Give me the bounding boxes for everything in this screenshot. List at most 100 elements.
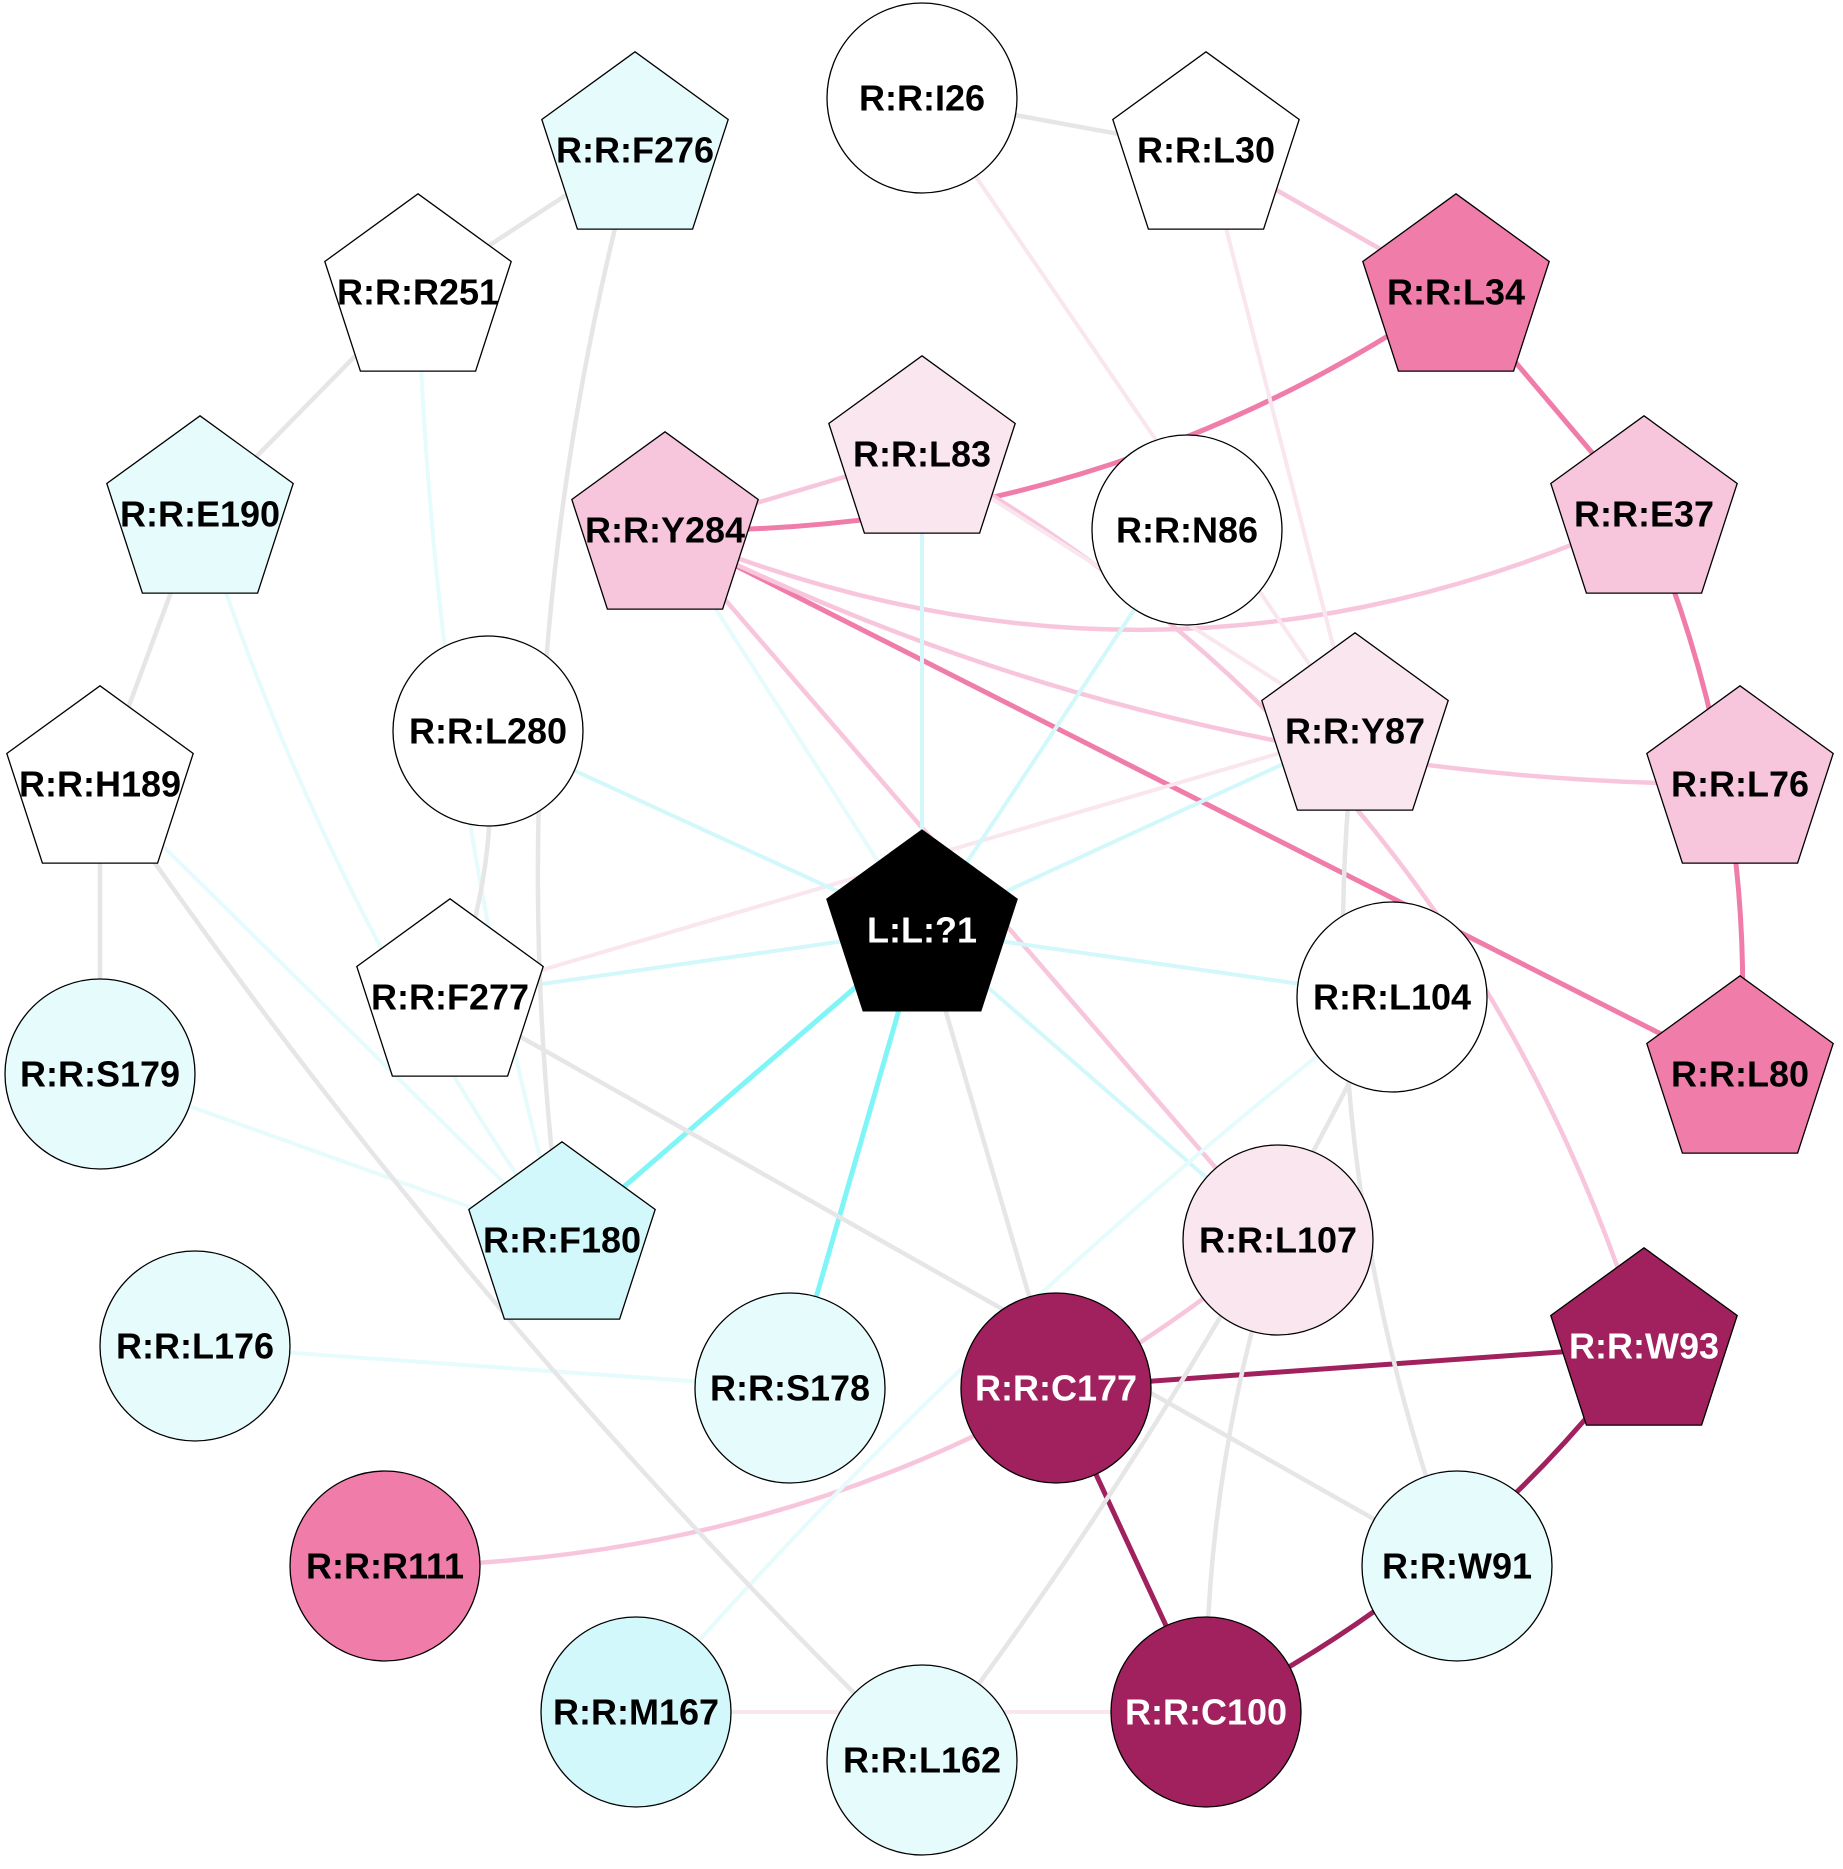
- node-shape-r111: [289, 1470, 481, 1662]
- node-label-w91: R:R:W91: [1382, 1546, 1532, 1587]
- node-s178: R:R:S178: [694, 1292, 886, 1484]
- node-label-r251: R:R:R251: [337, 272, 499, 313]
- node-shape-l104: [1296, 901, 1488, 1093]
- edge-h189-l162: [97, 781, 925, 1763]
- node-label-f277: R:R:F277: [371, 977, 529, 1018]
- node-shape-l280: [392, 635, 584, 827]
- edge-l34-y284: [662, 289, 1459, 533]
- edge-h189-f180: [98, 782, 564, 1242]
- node-w93: R:R:W93: [1550, 1246, 1738, 1426]
- node-r251: R:R:R251: [324, 192, 512, 372]
- node-shape-l107: [1182, 1144, 1374, 1336]
- node-shape-s178: [694, 1292, 886, 1484]
- node-shape-y284: [571, 430, 759, 610]
- edge-y284-l76: [662, 527, 1743, 787]
- node-shape-l162: [826, 1664, 1018, 1856]
- node-label-h189: R:R:H189: [19, 764, 181, 805]
- edge-l107-r111: [382, 1237, 1281, 1569]
- node-label-m167: R:R:M167: [553, 1692, 719, 1733]
- node-shape-w91: [1361, 1470, 1553, 1662]
- node-label-l162: R:R:L162: [843, 1740, 1001, 1781]
- node-l162: R:R:L162: [826, 1664, 1018, 1856]
- node-label-l83: R:R:L83: [853, 434, 991, 475]
- node-l107: R:R:L107: [1182, 1144, 1374, 1336]
- node-label-l30: R:R:L30: [1137, 130, 1275, 171]
- node-m167: R:R:M167: [540, 1616, 732, 1808]
- node-f276: R:R:F276: [541, 50, 729, 230]
- node-shape-f277: [356, 897, 544, 1077]
- node-label-s179: R:R:S179: [20, 1054, 180, 1095]
- node-label-lig: L:L:?1: [867, 910, 977, 951]
- edge-y284-e37: [662, 511, 1647, 633]
- node-s179: R:R:S179: [4, 978, 196, 1170]
- edge-e190-f180: [198, 512, 564, 1242]
- node-shape-w93: [1550, 1246, 1738, 1426]
- node-label-l104: R:R:L104: [1313, 977, 1471, 1018]
- node-label-c177: R:R:C177: [975, 1368, 1137, 1409]
- node-shape-l176: [99, 1250, 291, 1442]
- node-shape-e37: [1550, 414, 1738, 594]
- node-label-l176: R:R:L176: [116, 1326, 274, 1367]
- node-shape-s179: [4, 978, 196, 1170]
- node-label-l107: R:R:L107: [1199, 1220, 1357, 1261]
- node-y284: R:R:Y284: [571, 430, 759, 610]
- node-shape-e190: [106, 414, 294, 594]
- node-l83: R:R:L83: [828, 354, 1016, 534]
- node-shape-l30: [1112, 50, 1300, 230]
- node-f180: R:R:F180: [468, 1140, 656, 1320]
- node-shape-i26: [826, 2, 1018, 194]
- node-l104: R:R:L104: [1296, 901, 1488, 1093]
- node-l80: R:R:L80: [1646, 974, 1834, 1154]
- node-label-l280: R:R:L280: [409, 711, 567, 752]
- node-shape-m167: [540, 1616, 732, 1808]
- node-l30: R:R:L30: [1112, 50, 1300, 230]
- node-label-e37: R:R:E37: [1574, 494, 1714, 535]
- node-lig: L:L:?1: [826, 829, 1018, 1012]
- node-shape-c177: [960, 1292, 1152, 1484]
- node-label-f276: R:R:F276: [556, 130, 714, 171]
- node-y87: R:R:Y87: [1261, 631, 1449, 811]
- node-label-n86: R:R:N86: [1116, 510, 1258, 551]
- node-label-w93: R:R:W93: [1569, 1326, 1719, 1367]
- node-shape-c100: [1110, 1616, 1302, 1808]
- edge-l104-l162: [919, 994, 1395, 1763]
- node-shape-lig: [826, 829, 1018, 1012]
- node-f277: R:R:F277: [356, 897, 544, 1077]
- edge-f277-w91: [447, 994, 1460, 1569]
- node-l176: R:R:L176: [99, 1250, 291, 1442]
- node-label-f180: R:R:F180: [483, 1220, 641, 1261]
- node-shape-r251: [324, 192, 512, 372]
- node-shape-y87: [1261, 631, 1449, 811]
- node-shape-h189: [6, 684, 194, 864]
- node-label-e190: R:R:E190: [120, 494, 280, 535]
- node-label-y87: R:R:Y87: [1285, 711, 1425, 752]
- node-label-y284: R:R:Y284: [585, 510, 745, 551]
- node-l280: R:R:L280: [392, 635, 584, 827]
- node-shape-f276: [541, 50, 729, 230]
- node-shape-f180: [468, 1140, 656, 1320]
- node-i26: R:R:I26: [826, 2, 1018, 194]
- node-shape-l83: [828, 354, 1016, 534]
- edge-l30-y87: [1204, 148, 1357, 733]
- node-shape-n86: [1091, 434, 1283, 626]
- node-label-l34: R:R:L34: [1387, 272, 1525, 313]
- node-label-c100: R:R:C100: [1125, 1692, 1287, 1733]
- node-e37: R:R:E37: [1550, 414, 1738, 594]
- node-label-r111: R:R:R111: [306, 1546, 464, 1587]
- edge-y87-w91: [1340, 728, 1460, 1569]
- node-e190: R:R:E190: [106, 414, 294, 594]
- node-label-l76: R:R:L76: [1671, 764, 1809, 805]
- node-shape-l34: [1362, 192, 1550, 372]
- node-label-i26: R:R:I26: [859, 78, 985, 119]
- node-c177: R:R:C177: [960, 1292, 1152, 1484]
- node-l76: R:R:L76: [1646, 684, 1834, 864]
- node-h189: R:R:H189: [6, 684, 194, 864]
- node-n86: R:R:N86: [1091, 434, 1283, 626]
- node-w91: R:R:W91: [1361, 1470, 1553, 1662]
- node-label-s178: R:R:S178: [710, 1368, 870, 1409]
- node-label-l80: R:R:L80: [1671, 1054, 1809, 1095]
- node-shape-l76: [1646, 684, 1834, 864]
- edge-i26-y87: [920, 96, 1357, 733]
